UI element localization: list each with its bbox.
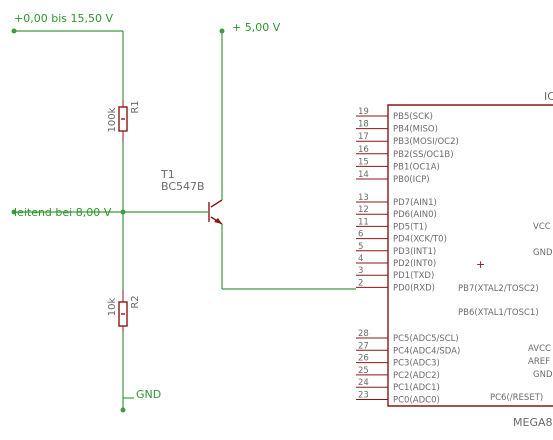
- ic-pin-number: 12: [358, 205, 369, 215]
- ic-pin-label: PD6(AIN0): [393, 210, 437, 220]
- net-dot-mid: [11, 209, 17, 215]
- ic-pin-label: PC2(ADC2): [393, 371, 440, 381]
- ic-pin-label: PB3(MOSI/OC2): [393, 137, 459, 147]
- ic-pin-label: PD5(T1): [393, 222, 427, 232]
- ic-pin-number: 5: [358, 242, 363, 252]
- ic-pin-number: 28: [358, 329, 369, 339]
- ic-pin-number: 4: [358, 254, 363, 264]
- net-label-supply: + 5,00 V: [232, 21, 281, 34]
- r1-name: R1: [130, 100, 141, 113]
- ic-pin-label: PC4(ADC4/SDA): [393, 346, 460, 356]
- ic-pin-number: 23: [358, 391, 369, 401]
- ic-name: IC: [544, 90, 553, 103]
- ic-right-pin-label: VCC: [533, 222, 551, 232]
- ic-pin-label: PB5(SCK): [393, 112, 433, 122]
- net-label-gnd: GND: [136, 388, 161, 401]
- ic-pin-number: 6: [358, 230, 363, 240]
- ic-pin-number: 16: [358, 145, 369, 155]
- ic-right-pin-label: AREF: [528, 357, 550, 367]
- ic-body: [387, 104, 553, 407]
- net-label-mid: leitend bei 8,00 V: [14, 206, 112, 219]
- ic-pin-number: 14: [358, 170, 369, 180]
- r2-value: 10k: [107, 298, 118, 317]
- ic-pin-label: PB2(SS/OC1B): [393, 150, 454, 160]
- resistor-r1: 100k R1: [107, 100, 141, 142]
- ic-pin-label: PD2(INT0): [393, 259, 436, 269]
- ic-pin-label: PD4(XCK/T0): [393, 235, 447, 245]
- t1-emitter-arrow: [214, 218, 222, 224]
- ic-pin-number: 18: [358, 120, 369, 130]
- ic-pin-number: 27: [358, 341, 369, 351]
- ic-pin-number: 19: [358, 107, 369, 117]
- net-dot-input: [11, 28, 17, 34]
- junction-dot: [120, 209, 126, 215]
- t1-name: T1: [160, 168, 175, 181]
- ic-right-pin-label: PB7(XTAL2/TOSC2): [458, 284, 539, 294]
- ic-pin-label: PC3(ADC3): [393, 359, 440, 369]
- ic-pin-label: PB4(MISO): [393, 125, 438, 135]
- ic-pin-label: PD3(INT1): [393, 247, 436, 257]
- transistor-t1: T1 BC547B: [160, 168, 223, 225]
- ic-pin-label: PB1(OC1A): [393, 162, 440, 172]
- ic-pin-number: 13: [358, 193, 369, 203]
- ic-pin-number: 24: [358, 378, 369, 388]
- ic-pin-label: PC5(ADC5/SCL): [393, 334, 459, 344]
- ic-pin-label: PD1(TXD): [393, 271, 434, 281]
- ic-right-labels: VCC GND PB7(XTAL2/TOSC2) PB6(XTAL1/TOSC1) AV…: [458, 222, 553, 403]
- t1-collector: [210, 199, 223, 208]
- ic-pin-number: 2: [358, 278, 363, 288]
- ic-pin-number: 26: [358, 354, 369, 364]
- net-dot-supply: [219, 28, 225, 34]
- t1-type: BC547B: [161, 180, 205, 193]
- ic-origin-cross: +: [476, 258, 485, 271]
- net-dot-gnd: [120, 407, 126, 413]
- r2-name: R2: [130, 295, 141, 308]
- ic-pin-number: 3: [358, 266, 363, 276]
- ic-pin-number: 11: [358, 217, 369, 227]
- r1-value: 100k: [107, 107, 118, 132]
- ic-right-pin-label: AVCC: [528, 344, 551, 354]
- ic-pin-number: 15: [358, 157, 369, 167]
- ic-pin-number: 25: [358, 366, 369, 376]
- ic-pin-label: PC1(ADC1): [393, 383, 440, 393]
- ic-right-pin-label: PB6(XTAL1/TOSC1): [458, 308, 539, 318]
- ic-pin-label: PD7(AIN1): [393, 198, 437, 208]
- ic-right-pin-label: GND: [533, 248, 553, 258]
- net-label-input: +0,00 bis 15,50 V: [14, 12, 113, 25]
- ic-pin-label: PB0(ICP): [393, 175, 430, 185]
- ic-right-pin-label: GND: [533, 370, 553, 380]
- resistor-r2: 10k R2: [107, 290, 141, 332]
- ic-type: MEGA8: [513, 416, 553, 429]
- ic-pin-label: PC0(ADC0): [393, 396, 440, 406]
- ic-right-pin-label: PC6(/RESET): [490, 393, 543, 403]
- ic-pin-label: PD0(RXD): [393, 283, 435, 293]
- ic-pin-number: 17: [358, 132, 369, 142]
- wires: [14, 30, 356, 410]
